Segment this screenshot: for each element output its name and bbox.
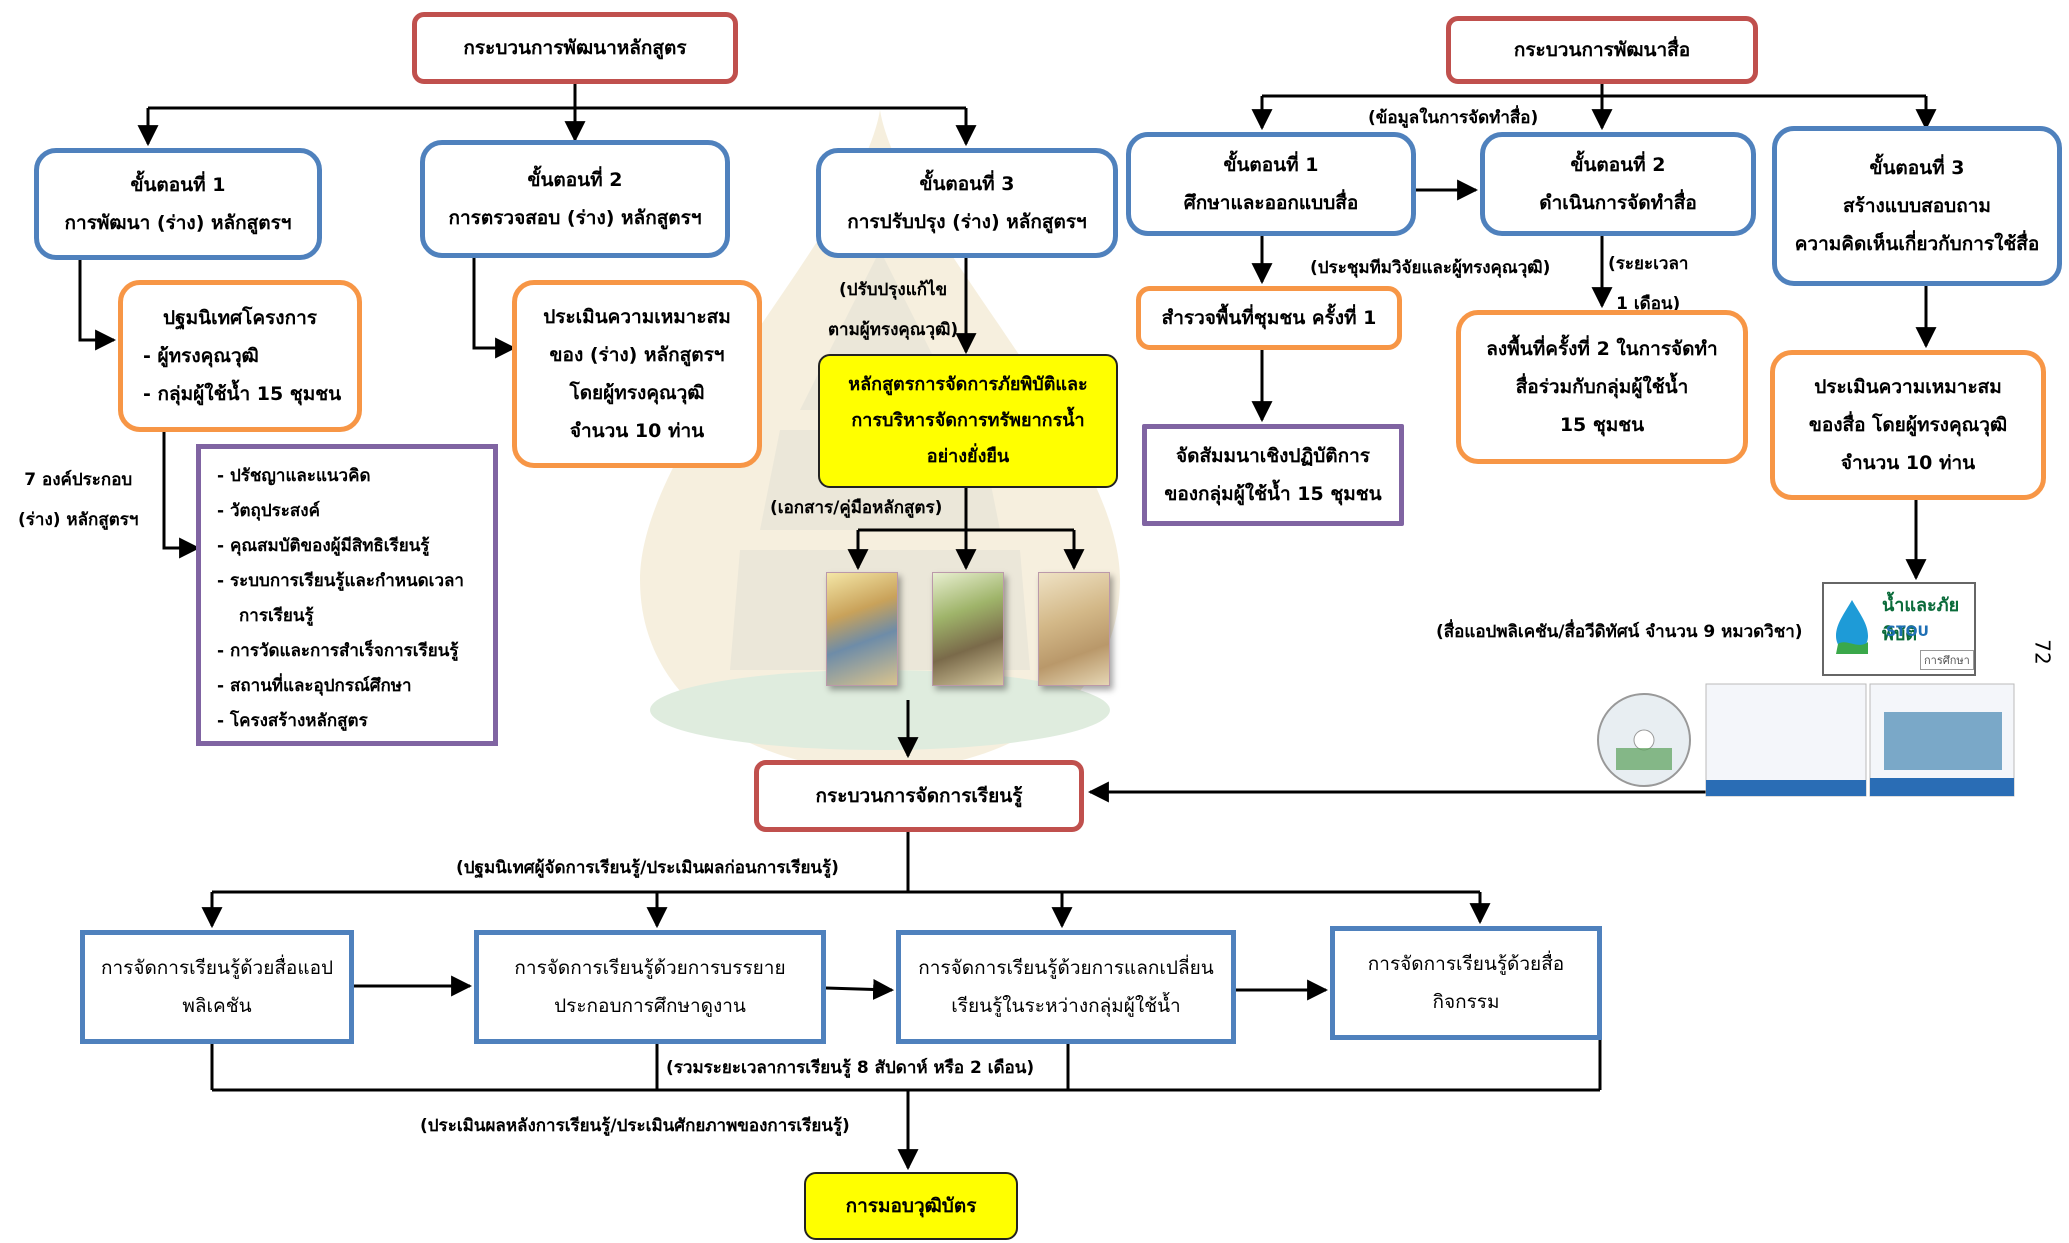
component-item: การเรียนรู้ [239, 606, 314, 626]
component-item: - สถานที่และอุปกรณ์ศึกษา [217, 676, 412, 696]
final-curriculum-box: หลักสูตรการจัดการภัยพิบัติและ การบริหารจ… [818, 354, 1118, 488]
components-list: - ปรัชญาและแนวคิด - วัตถุประสงค์ - คุณสม… [196, 444, 498, 746]
learning-mode-activity: การจัดการเรียนรู้ด้วยสื่อ กิจกรรม [1330, 926, 1602, 1040]
docs-label: (เอกสาร/คู่มือหลักสูตร) [770, 498, 943, 518]
learning-mode-exchange: การจัดการเรียนรู้ด้วยการแลกเปลี่ยน เรียน… [896, 930, 1236, 1044]
curriculum-book-3 [1038, 572, 1110, 686]
pre-learning-label: (ปฐมนิเทศผู้จัดการเรียนรู้/ประเมินผลก่อน… [456, 858, 839, 878]
duration-label: (ระยะเวลา 1 เดือน) [1608, 254, 1689, 314]
workshop-box: จัดสัมมนาเชิงปฏิบัติการ ของกลุ่มผู้ใช้น้… [1142, 424, 1404, 526]
app-logo-title: น้ำและภัยพิบัติ [1882, 595, 1960, 645]
media-step1-box: ขั้นตอนที่ 1 ศึกษาและออกแบบสื่อ [1126, 132, 1416, 236]
learning-mode-lecture: การจัดการเรียนรู้ด้วยการบรรยาย ประกอบการ… [474, 930, 826, 1044]
component-item: - ปรัชญาและแนวคิด [217, 466, 371, 486]
media-process-title: กระบวนการพัฒนาสื่อ [1446, 16, 1758, 84]
total-time-label: (รวมระยะเวลาการเรียนรู้ 8 สัปดาห์ หรือ 2… [666, 1058, 1035, 1078]
survey-box: สำรวจพื้นที่ชุมชน ครั้งที่ 1 [1136, 286, 1402, 350]
dvd-media-cover [1596, 682, 2016, 802]
media-data-label: (ข้อมูลในการจัดทำสื่อ) [1368, 108, 1539, 128]
meeting-label: (ประชุมทีมวิจัยและผู้ทรงคุณวุฒิ) [1310, 258, 1551, 278]
media-evaluation-box: ประเมินความเหมาะสม ของสื่อ โดยผู้ทรงคุณว… [1770, 350, 2046, 500]
curriculum-evaluation-box: ประเมินความเหมาะสม ของ (ร่าง) หลักสูตรฯ … [512, 280, 762, 468]
curriculum-process-title: กระบวนการพัฒนาหลักสูตร [412, 12, 738, 84]
component-item: - วัตถุประสงค์ [217, 501, 320, 521]
curriculum-step1-box: ขั้นตอนที่ 1 การพัฒนา (ร่าง) หลักสูตรฯ [34, 148, 322, 260]
app-logo-sub: การศึกษา [1920, 650, 1974, 670]
post-evaluation-label: (ประเมินผลหลังการเรียนรู้/ประเมินศักยภาพ… [420, 1116, 850, 1136]
curriculum-step3-box: ขั้นตอนที่ 3 การปรับปรุง (ร่าง) หลักสูตร… [816, 148, 1118, 258]
component-item: - โครงสร้างหลักสูตร [217, 711, 368, 731]
orientation-box: ปฐมนิเทศโครงการ - ผู้ทรงคุณวุฒิ - กลุ่มผ… [118, 280, 362, 432]
media-step3-box: ขั้นตอนที่ 3 สร้างแบบสอบถาม ความคิดเห็นเ… [1772, 126, 2062, 286]
certificate-box: การมอบวุฒิบัตร [804, 1172, 1018, 1240]
component-item: - การวัดและการสำเร็จการเรียนรู้ [217, 641, 459, 661]
component-item: - ระบบการเรียนรู้และกำหนดเวลา [217, 571, 464, 591]
page-number: 72 [2030, 639, 2055, 665]
curriculum-step2-box: ขั้นตอนที่ 2 การตรวจสอบ (ร่าง) หลักสูตรฯ [420, 140, 730, 258]
curriculum-book-2 [932, 572, 1004, 686]
components-label: 7 องค์ประกอบ (ร่าง) หลักสูตรฯ [18, 470, 139, 530]
learning-mode-app: การจัดการเรียนรู้ด้วยสื่อแอป พลิเคชัน [80, 930, 354, 1044]
learning-process-title: กระบวนการจัดการเรียนรู้ [754, 760, 1084, 832]
dvd-icon [1597, 683, 2015, 797]
app-label: (สื่อแอปพลิเคชัน/สื่อวีดิทัศน์ จำนวน 9 ห… [1436, 622, 1803, 642]
app-logo-brand: STOU [1886, 624, 1929, 640]
media-step2-box: ขั้นตอนที่ 2 ดำเนินการจัดทำสื่อ [1480, 132, 1756, 236]
curriculum-book-1 [826, 572, 898, 686]
water-drop-icon [1836, 600, 1868, 654]
field-visit-box: ลงพื้นที่ครั้งที่ 2 ในการจัดทำ สื่อร่วมก… [1456, 310, 1748, 464]
component-item: - คุณสมบัติของผู้มีสิทธิเรียนรู้ [217, 536, 430, 556]
water-app-logo: น้ำและภัยพิบัติ STOU การศึกษา [1822, 582, 1976, 676]
revise-note: (ปรับปรุงแก้ไข ตามผู้ทรงคุณวุฒิ) [828, 280, 959, 340]
